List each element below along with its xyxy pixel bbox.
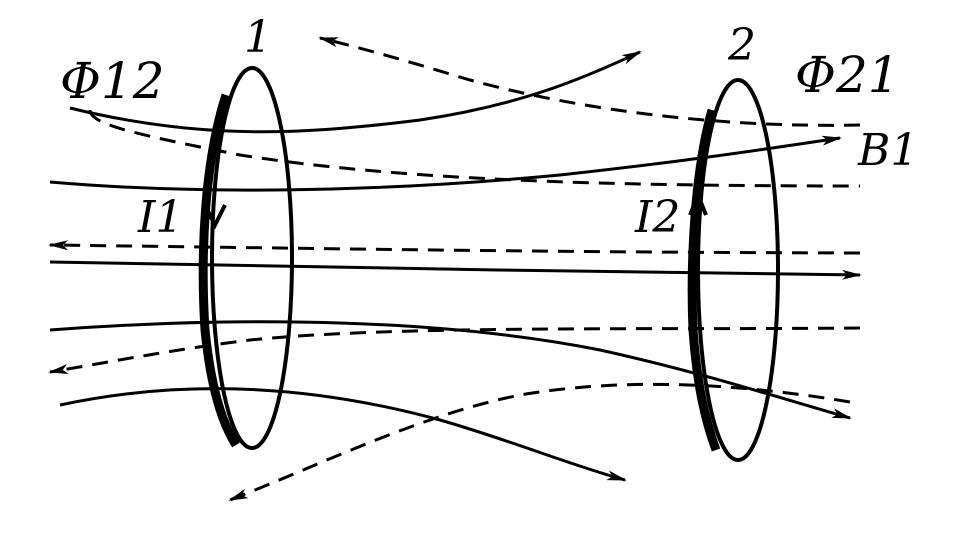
dashed-field-line-mid: [48, 326, 861, 374]
current-1-arrow: [203, 204, 227, 230]
solid-field-line-top: [69, 50, 642, 134]
dashed-field-line-top: [318, 36, 861, 127]
dashed-field-line-axis: [48, 240, 861, 255]
current-2-label: I2: [634, 192, 680, 243]
solid-field-line-bottom: [59, 387, 627, 482]
dashed-field-line-bottom: [228, 382, 851, 502]
loop-2: [696, 78, 780, 462]
flux-21-label: Φ21: [795, 46, 900, 104]
field-b1-label: B1: [857, 125, 918, 176]
loop-1-front-arc: [198, 93, 240, 448]
current-2-arrow: [688, 189, 708, 216]
dashed-field-line-upper: [88, 109, 861, 188]
solid-field-line-lower: [49, 320, 852, 420]
flux-12-label: Φ12: [60, 52, 165, 110]
solid-field-line-axis: [49, 260, 862, 280]
loop-1-label: 1: [244, 12, 272, 63]
loop-1: [210, 66, 294, 450]
loop-2-front-arc: [687, 108, 721, 452]
solid-field-line-b1: [49, 135, 842, 192]
loop-2-label: 2: [727, 20, 756, 71]
current-1-label: I1: [137, 192, 183, 243]
